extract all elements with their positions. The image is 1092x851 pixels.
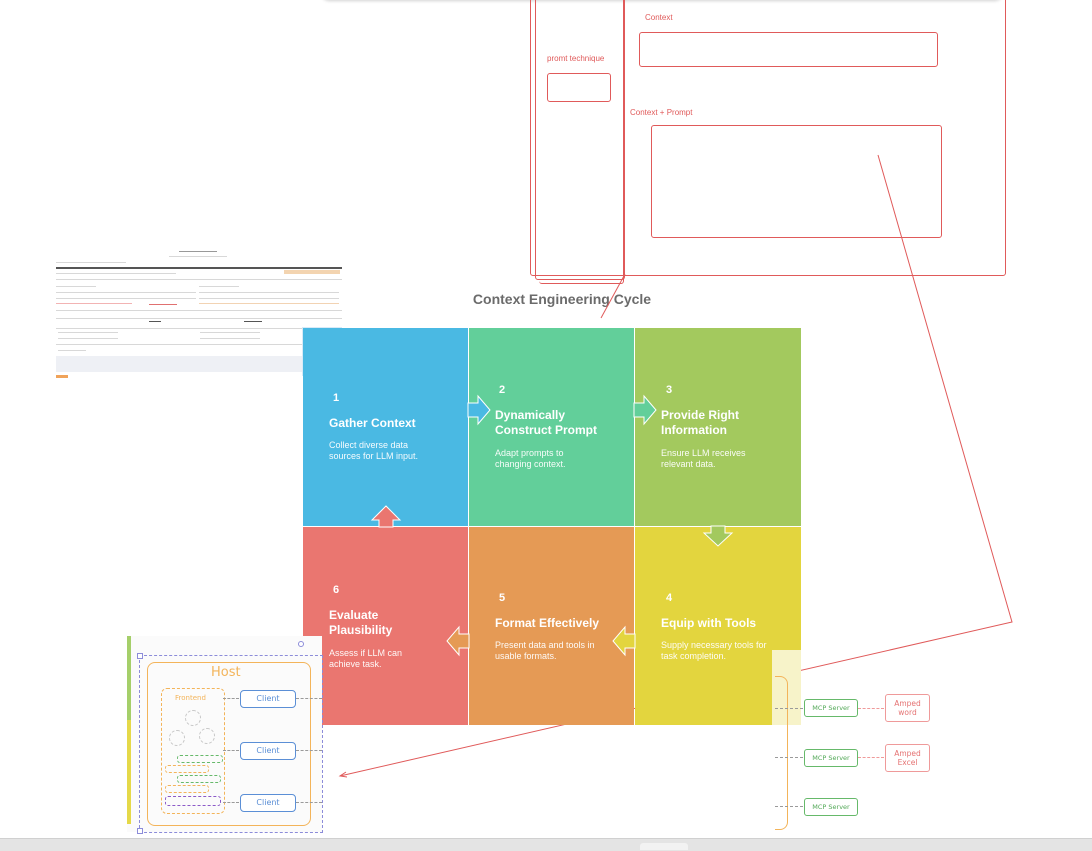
- context-prompt-box[interactable]: [651, 125, 942, 238]
- frontend-bar: [165, 796, 221, 806]
- frontend-shape: [169, 730, 185, 746]
- selection-handle[interactable]: [137, 653, 143, 659]
- technique-input-box[interactable]: [547, 73, 611, 102]
- frontend-label: Frontend: [175, 694, 206, 702]
- sketch-left-column: [535, 0, 625, 280]
- connector: [858, 708, 884, 709]
- arrow-left-icon: [446, 625, 470, 657]
- step-title: Equip with Tools: [661, 616, 757, 630]
- client-node[interactable]: Client: [240, 690, 296, 708]
- connector: [223, 698, 239, 699]
- mcp-server-node[interactable]: MCP Server: [804, 798, 858, 816]
- arrow-right-icon: [467, 394, 491, 426]
- step-number: 1: [333, 392, 340, 404]
- selection-frame: [139, 655, 323, 833]
- connector: [775, 757, 803, 758]
- host-label: Host: [211, 665, 241, 680]
- frontend-shape: [185, 710, 201, 726]
- step-title: Format Effectively: [495, 616, 600, 630]
- connector: [223, 750, 239, 751]
- host-architecture-sketch[interactable]: Host Frontend Client Client Client: [127, 636, 323, 834]
- step-description: Collect diverse data sources for LLM inp…: [329, 440, 419, 461]
- arrow-right-icon: [633, 394, 657, 426]
- connector: [296, 802, 322, 803]
- amped-word-node[interactable]: Amped word: [885, 694, 930, 722]
- step-tile-3: 3 Provide Right Information Ensure LLM r…: [635, 328, 801, 526]
- step-number: 3: [666, 384, 673, 396]
- step-number: 5: [499, 592, 506, 604]
- step-tile-5: 5 Format Effectively Present data and to…: [469, 527, 634, 725]
- step-number: 2: [499, 384, 506, 396]
- connector: [775, 708, 803, 709]
- step-tile-1: 1 Gather Context Collect diverse data so…: [303, 328, 468, 526]
- context-label: Context: [645, 13, 673, 22]
- client-node[interactable]: Client: [240, 742, 296, 760]
- step-title: Evaluate Plausibility: [329, 608, 393, 637]
- client-node[interactable]: Client: [240, 794, 296, 812]
- step-description: Adapt prompts to changing context.: [495, 448, 566, 469]
- step-description: Ensure LLM receives relevant data.: [661, 448, 746, 469]
- step-title: Provide Right Information: [661, 408, 740, 437]
- step-number: 4: [666, 592, 673, 604]
- connector: [296, 698, 322, 699]
- frontend-bar: [165, 785, 209, 793]
- cycle-title: Context Engineering Cycle: [472, 291, 652, 307]
- connector: [858, 757, 884, 758]
- amped-excel-node[interactable]: Amped Excel: [885, 744, 930, 772]
- arrow-down-icon: [702, 525, 734, 547]
- technique-label: promt technique: [547, 54, 605, 63]
- connector: [296, 750, 322, 751]
- step-number: 6: [333, 584, 340, 596]
- sketch-outer-frame: [530, 0, 1006, 276]
- step-description: Assess if LLM can achieve task.: [329, 648, 403, 669]
- selection-handle[interactable]: [137, 828, 143, 834]
- step-title: Dynamically Construct Prompt: [495, 408, 597, 437]
- sketch-side-bar: [127, 636, 131, 720]
- document-thumbnail[interactable]: [54, 248, 342, 380]
- host-box: [147, 662, 311, 826]
- step-tile-4: 4 Equip with Tools Supply necessary tool…: [635, 527, 801, 725]
- connector: [775, 806, 803, 807]
- sketch-left-column-inner: [539, 0, 624, 284]
- mcp-server-node[interactable]: MCP Server: [804, 699, 858, 717]
- step-tile-2: 2 Dynamically Construct Prompt Adapt pro…: [469, 328, 634, 526]
- step-description: Supply necessary tools for task completi…: [661, 640, 767, 661]
- amped-excel-label: Amped Excel: [894, 749, 921, 767]
- frontend-bar: [165, 765, 209, 773]
- frontend-bar: [177, 755, 223, 763]
- arrow-up-icon: [370, 505, 402, 528]
- overlay-fade: [772, 650, 801, 725]
- sketch-side-bar-lower: [127, 720, 131, 824]
- arrow-left-icon: [612, 625, 636, 657]
- frontend-box: [161, 688, 225, 814]
- scrollbar-thumb[interactable]: [640, 843, 688, 850]
- server-bracket: [775, 676, 788, 830]
- context-prompt-label: Context + Prompt: [630, 108, 693, 117]
- frontend-shape: [199, 728, 215, 744]
- step-tile-6: 6 Evaluate Plausibility Assess if LLM ca…: [303, 527, 468, 725]
- connector: [223, 802, 239, 803]
- mcp-server-node[interactable]: MCP Server: [804, 749, 858, 767]
- horizontal-scrollbar[interactable]: [0, 838, 1092, 851]
- context-input-box[interactable]: [639, 32, 938, 67]
- amped-word-label: Amped word: [894, 699, 921, 717]
- frontend-bar: [177, 775, 221, 783]
- step-description: Present data and tools in usable formats…: [495, 640, 595, 661]
- rotate-handle[interactable]: [298, 641, 304, 647]
- step-title: Gather Context: [329, 416, 416, 430]
